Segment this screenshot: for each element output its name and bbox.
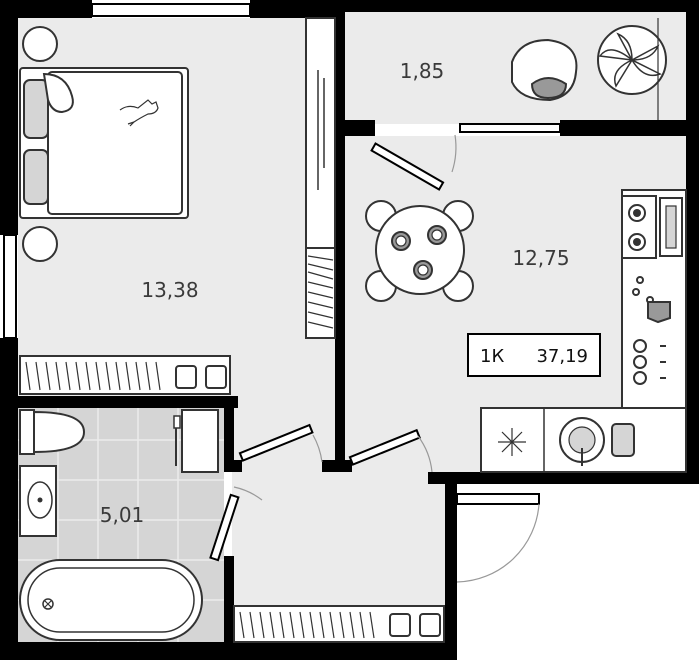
plant-leaves [598, 32, 662, 88]
wall-bath-right-lower [224, 556, 234, 660]
blanket-fold [42, 72, 74, 114]
bedroom-area-label: 13,38 [141, 278, 198, 302]
wall-bath-top [0, 396, 238, 408]
dining-set [365, 200, 474, 302]
spice-1 [636, 276, 644, 284]
wall-left-lower [0, 338, 18, 660]
entrance-door [456, 493, 540, 583]
summary-box: 1К 37,19 [467, 333, 601, 377]
jamb-bedroom-door [230, 460, 242, 472]
entry-storage [233, 605, 445, 643]
kitchen-counter-bottom [480, 407, 687, 473]
wall-top-mid [250, 0, 345, 18]
total-area-label: 37,19 [536, 346, 588, 367]
spice-2 [632, 288, 640, 296]
wall-balcony-right [560, 120, 699, 136]
vertical-rack [305, 247, 336, 339]
kitchen-counter-right [621, 189, 687, 409]
bed-mattress [47, 71, 183, 215]
dining-table [375, 205, 465, 295]
sink-tap-pad [611, 423, 635, 457]
cat-icon [119, 99, 159, 127]
wall-entry-right [445, 484, 457, 660]
washing-machine [181, 409, 219, 473]
balcony-area-label: 1,85 [400, 59, 445, 83]
wall-left-upper [0, 0, 18, 235]
bedroom-furniture [19, 17, 336, 395]
lounge-chair-seat [530, 77, 568, 100]
kitchen-area-label: 12,75 [512, 246, 569, 270]
wardrobe [305, 17, 336, 249]
wall-top-left [0, 0, 92, 18]
bedroom-storage-strip [19, 355, 231, 395]
windows [3, 3, 561, 339]
pillow-top [23, 79, 49, 139]
jamb-kitchen-door [322, 460, 352, 472]
wall-center-vertical [335, 12, 345, 472]
wall-top-right [345, 0, 699, 12]
wall-kitchen-bottom [428, 472, 699, 484]
nightstand-lamp-top [22, 26, 58, 62]
bathroom-door [209, 486, 263, 562]
balcony-furniture [511, 18, 667, 120]
snowflake-icon [498, 428, 526, 456]
wall-bath-right-upper [224, 396, 234, 472]
balcony-door [370, 134, 457, 191]
kitchen-door [348, 428, 433, 473]
pillow-bottom [23, 149, 49, 205]
area-labels: 13,38 1,85 12,75 5,01 [100, 59, 570, 527]
toilet-bowl [33, 410, 86, 454]
apartment-type-label: 1К [480, 346, 504, 367]
window-bedroom-left [3, 234, 17, 339]
wall-right [686, 12, 699, 484]
window-balcony-door [459, 123, 561, 133]
toilet-tank [19, 409, 35, 455]
bathroom-fixtures [19, 409, 219, 641]
kitchen-furniture [365, 189, 687, 473]
window-bedroom-top [91, 3, 251, 17]
wall-balcony-left [345, 120, 375, 136]
cutting-board-icon [647, 301, 671, 324]
bathroom-area-label: 5,01 [100, 503, 145, 527]
doors [209, 134, 540, 583]
nightstand-lamp-bottom [22, 226, 58, 262]
bedroom-door [238, 423, 323, 463]
